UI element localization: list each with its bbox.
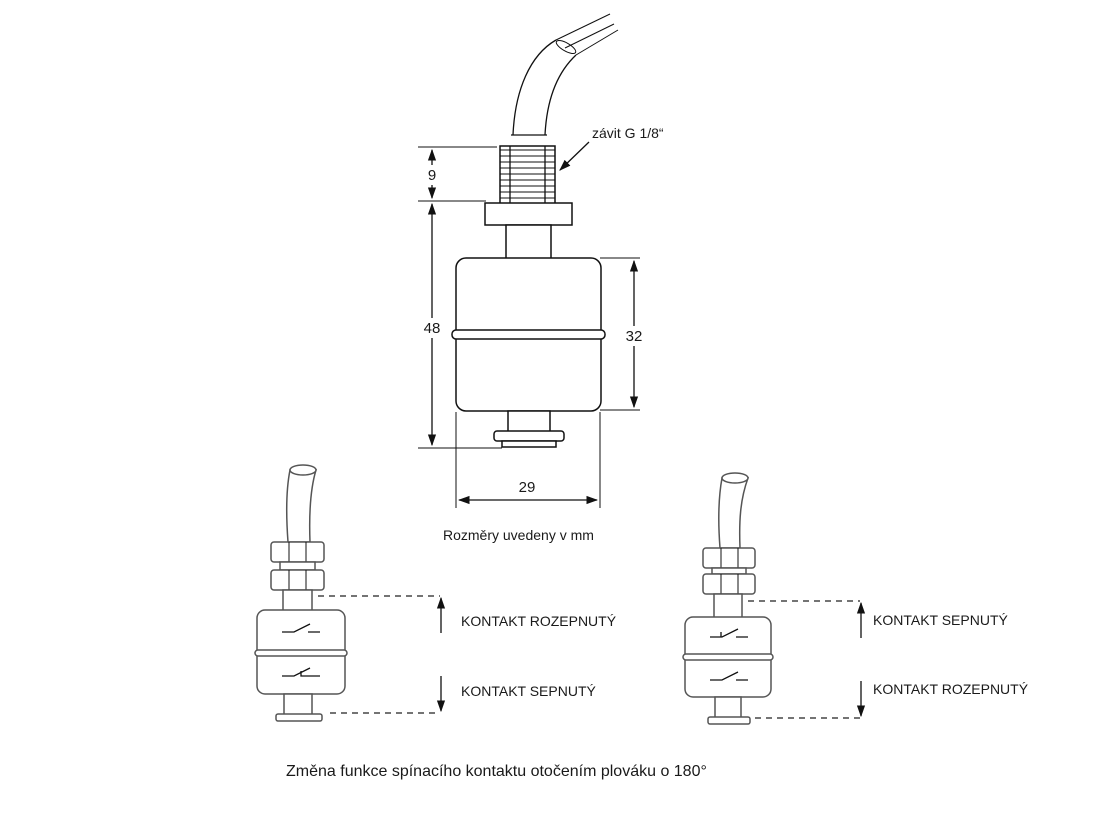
main-dimension-view: 9 48 32 29 závit G 1/8“ Rozměry uvedeny … [418,13,664,543]
dim-value-29: 29 [519,479,536,496]
threaded-stem [499,145,556,205]
thread-label: závit G 1/8“ [592,125,664,141]
hex-nut [484,202,573,226]
caption: Změna funkce spínacího kontaktu otočením… [286,763,707,780]
stem [505,224,552,261]
right-upper-label: KONTAKT SEPNUTÝ [873,612,1009,628]
cable-top [511,13,619,136]
units-note: Rozměry uvedeny v mm [443,527,594,543]
thread-leader [559,141,590,171]
left-switch-view: KONTAKT ROZEPNUTÝ KONTAKT SEPNUTÝ [254,464,617,722]
bottom-stop [493,410,565,448]
left-upper-label: KONTAKT ROZEPNUTÝ [461,613,617,629]
float-body [451,257,606,412]
dim-value-48: 48 [424,320,441,337]
right-lower-label: KONTAKT ROZEPNUTÝ [873,681,1029,697]
right-switch-view: KONTAKT SEPNUTÝ KONTAKT ROZEPNUTÝ [682,472,1029,725]
dim-value-32: 32 [626,328,643,345]
left-lower-label: KONTAKT SEPNUTÝ [461,683,597,699]
dim-value-9: 9 [428,167,436,184]
